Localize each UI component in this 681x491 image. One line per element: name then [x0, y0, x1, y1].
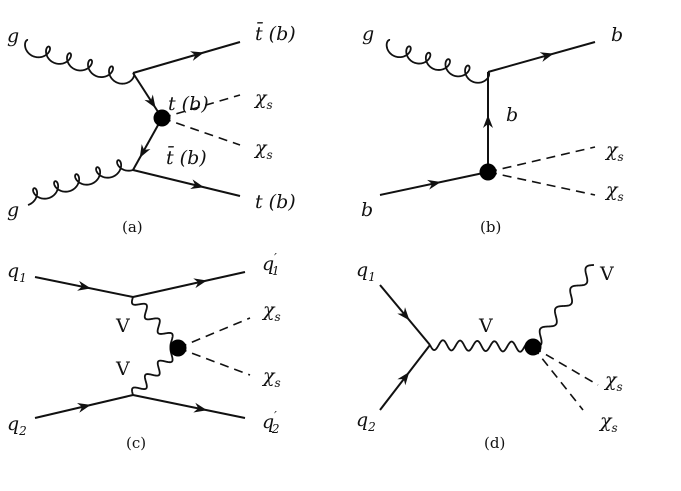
a-internal-upper-label: t (b)	[168, 93, 209, 115]
c-chi-1-line	[177, 317, 251, 349]
c-q2-arrow	[77, 403, 91, 413]
c-q1-label: q1	[7, 260, 27, 285]
d-q1-arrow	[397, 307, 410, 321]
a-internal-lower-label: t̄ (b)	[166, 145, 207, 169]
a-gluon-top	[24, 39, 135, 85]
b-in-bottom-arrow	[427, 179, 441, 190]
a-vertex-blob	[153, 109, 171, 127]
d-v-out-label: V	[599, 263, 614, 285]
d-v-internal-label: V	[478, 315, 493, 337]
c-q2-label: q2	[7, 413, 27, 438]
a-gluon-bottom	[27, 159, 134, 206]
d-caption: (d)	[484, 434, 505, 452]
diagram-lines	[24, 39, 599, 419]
a-out-bottom-label: t (b)	[255, 191, 296, 213]
d-chi-2-label: χs	[598, 410, 618, 435]
a-internal-upper-arrow	[144, 94, 156, 109]
d-chi-1-line	[532, 346, 599, 386]
c-caption: (c)	[126, 434, 146, 452]
b-vertex-blob	[479, 163, 497, 181]
a-chi-1-label: χs	[253, 87, 273, 112]
c-q1p-line	[132, 271, 246, 298]
b-chi-1-label: χs	[604, 139, 624, 164]
a-out-bottom-line	[132, 169, 241, 197]
d-v-internal	[429, 339, 534, 353]
c-chi-1-label: χs	[261, 299, 281, 324]
a-internal-upper-line	[132, 72, 163, 119]
c-q2p-label: q′2	[262, 409, 280, 436]
b-out-top-line	[487, 41, 596, 73]
b-gluon-label: g	[362, 23, 374, 45]
a-gluon-top-label: g	[7, 25, 19, 47]
b-internal-label: b	[506, 104, 518, 126]
a-out-top-arrow	[190, 51, 204, 61]
c-q2p-arrow	[193, 402, 208, 413]
b-chi-2-line	[487, 171, 596, 196]
b-out-top-arrow	[539, 52, 554, 62]
a-chi-2-line	[161, 117, 241, 146]
d-chi-2-line	[532, 346, 584, 411]
b-gluon	[385, 39, 491, 84]
c-chi-2-label: χs	[261, 365, 281, 390]
c-vertex-blob	[169, 339, 187, 357]
a-out-top-label: t̄ (b)	[255, 21, 296, 45]
diagram-b: g b b b χs χs (b)	[361, 23, 624, 236]
b-out-top-label: b	[611, 24, 623, 46]
d-v-out	[532, 264, 595, 348]
b-caption: (b)	[480, 218, 501, 236]
d-q2-arrow	[397, 371, 410, 386]
a-out-bottom-arrow	[190, 179, 205, 190]
b-chi-1-line	[487, 146, 596, 173]
c-v-upper-label: V	[115, 315, 130, 337]
c-q1-arrow	[77, 280, 91, 291]
a-internal-lower-arrow	[139, 144, 151, 158]
b-chi-2-label: χs	[604, 179, 624, 204]
diagram-d: q1 q2 V V χs χs (d)	[356, 259, 623, 452]
c-v-lower-label: V	[115, 358, 130, 380]
d-q1-label: q1	[356, 259, 376, 284]
a-chi-2-label: χs	[253, 137, 273, 162]
b-in-bottom-label: b	[361, 199, 373, 221]
a-gluon-bottom-label: g	[7, 199, 19, 221]
d-vertex-blob	[524, 338, 542, 356]
diagram-c: q1 q2 q′1 q′2 V V χs χs (c)	[7, 251, 281, 452]
c-q1p-label: q′1	[262, 251, 280, 278]
c-v-lower	[131, 346, 179, 396]
c-chi-2-line	[177, 347, 251, 376]
a-internal-lower-line	[132, 117, 163, 171]
diagram-a: g g t̄ (b) t (b) t (b) t̄ (b) χs χs (a)	[7, 21, 296, 236]
d-q2-label: q2	[356, 409, 376, 434]
a-caption: (a)	[122, 218, 143, 236]
c-q2p-line	[132, 394, 246, 419]
a-out-top-line	[132, 41, 241, 74]
b-internal-arrow	[483, 115, 493, 128]
a-chi-1-line	[161, 94, 241, 119]
c-v-upper	[130, 296, 179, 350]
c-q1p-arrow	[193, 278, 208, 289]
d-chi-1-label: χs	[603, 369, 623, 394]
